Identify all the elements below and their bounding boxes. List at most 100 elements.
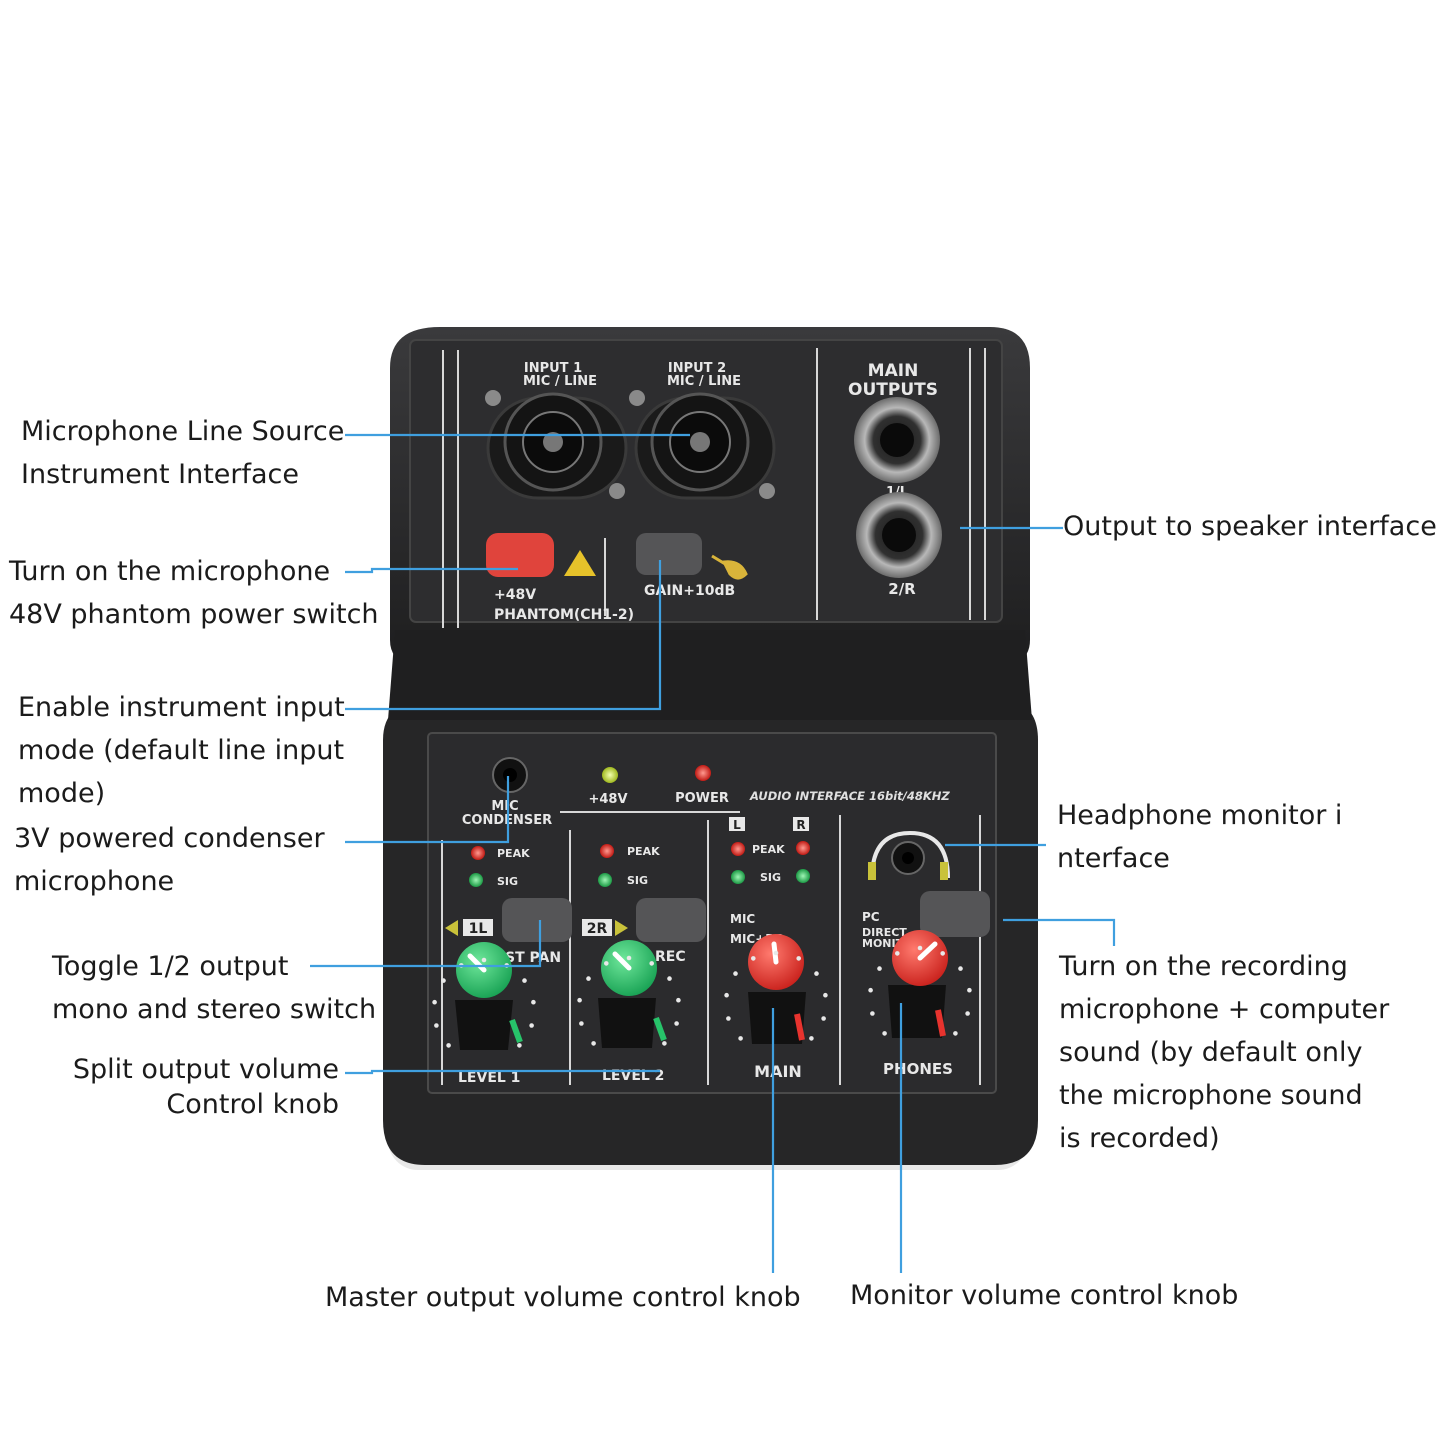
knob-scale-dot bbox=[773, 950, 779, 956]
callout-line: Monitor volume control knob bbox=[850, 1280, 1239, 1311]
callout-line: is recorded) bbox=[1059, 1123, 1220, 1154]
knob-scale-dot bbox=[958, 966, 963, 971]
monitor-mode-button[interactable] bbox=[920, 891, 990, 937]
callout-line: Toggle 1/2 output bbox=[52, 951, 289, 982]
gain-label: GAIN+10dB bbox=[644, 583, 735, 599]
ch2-badge bbox=[582, 919, 612, 936]
right-badge-label: R bbox=[796, 818, 805, 832]
phantom-led bbox=[602, 767, 618, 783]
main-sig-label: SIG bbox=[760, 871, 781, 884]
rec-button[interactable] bbox=[636, 898, 706, 942]
gain-10db-button[interactable] bbox=[636, 533, 702, 575]
callout-line: Control knob bbox=[166, 1089, 339, 1120]
ch2-sig-led bbox=[598, 873, 612, 887]
main-right-peak-led bbox=[796, 841, 810, 855]
knob-scale-dot bbox=[726, 1016, 731, 1021]
ch2-arrow-icon bbox=[615, 920, 628, 936]
ch2-badge-label: 2R bbox=[587, 921, 608, 937]
level-1-label: LEVEL 1 bbox=[458, 1070, 520, 1086]
knob-scale-dot bbox=[814, 971, 819, 976]
callout-toggle-output: Toggle 1/2 output mono and stereo switch bbox=[52, 945, 376, 1031]
callout-output-speaker: Output to speaker interface bbox=[1063, 505, 1437, 548]
knob-scale-dot bbox=[434, 1023, 439, 1028]
knob-scale-dot bbox=[674, 1021, 679, 1026]
callout-line: microphone + computer bbox=[1059, 994, 1390, 1025]
st-pan-button[interactable] bbox=[502, 898, 572, 942]
ch1-peak-led bbox=[471, 846, 485, 860]
knob-scale-dot bbox=[895, 951, 900, 956]
knob-scale-dot bbox=[870, 1011, 875, 1016]
phantom-power-button[interactable] bbox=[486, 533, 554, 577]
input-1-label-line-1: INPUT 1 bbox=[524, 361, 582, 376]
ch1-peak-label: PEAK bbox=[497, 847, 530, 860]
knob-scale-dot bbox=[441, 978, 446, 983]
main-outputs-label-line-1: MAIN bbox=[868, 361, 919, 381]
power-led bbox=[695, 765, 711, 781]
knob-scale-dot bbox=[751, 956, 756, 961]
callout-master-volume: Master output volume control knob bbox=[325, 1276, 801, 1319]
knob-scale-dot bbox=[967, 987, 972, 993]
mic-condenser-label-line-1: MIC bbox=[491, 799, 518, 814]
knob-scale-dot bbox=[446, 1043, 451, 1048]
knob-scale-dot bbox=[586, 976, 591, 981]
main-right-sig-led bbox=[796, 869, 810, 883]
callout-recording-mode: Turn on the recording microphone + compu… bbox=[1059, 945, 1389, 1160]
ch1-badge bbox=[463, 919, 493, 936]
knob-scale-dot bbox=[626, 955, 632, 961]
st-pan-label: ST PAN bbox=[505, 950, 561, 966]
knob-scale-dot bbox=[579, 1021, 584, 1026]
input-1-combo-jack[interactable] bbox=[485, 390, 628, 500]
lower-panel-dividers bbox=[441, 811, 981, 1085]
knob-scale-dot bbox=[823, 992, 828, 998]
input-1-label-line-2: MIC / LINE bbox=[523, 374, 597, 389]
knob-scale-dot bbox=[591, 1041, 596, 1046]
phones-label: PHONES bbox=[883, 1060, 953, 1078]
main-left-sig-led bbox=[731, 870, 745, 884]
power-led-label: POWER bbox=[675, 791, 729, 806]
headphone-jack[interactable] bbox=[868, 830, 950, 880]
callout-line: 3V powered condenser bbox=[14, 823, 325, 854]
callout-headphone-monitor: Headphone monitor i nterface bbox=[1057, 794, 1342, 880]
main-peak-label: PEAK bbox=[752, 843, 785, 856]
level-1-knob[interactable] bbox=[455, 942, 523, 1050]
output-2-jack[interactable] bbox=[856, 492, 942, 578]
top-panel-dividers bbox=[442, 348, 986, 628]
output-2-label: 2/R bbox=[888, 580, 916, 598]
callout-line: Headphone monitor i bbox=[1057, 800, 1343, 831]
level-2-knob[interactable] bbox=[598, 940, 667, 1048]
phantom-led-label: +48V bbox=[588, 792, 627, 807]
callout-split-volume: Split output volume Control knob bbox=[73, 1052, 339, 1122]
knob-scale-dot bbox=[796, 956, 801, 961]
knob-scale-dot bbox=[577, 997, 582, 1003]
leader-lines bbox=[310, 433, 1116, 1273]
input-2-label-line-1: INPUT 2 bbox=[668, 361, 726, 376]
ch2-peak-led bbox=[600, 844, 614, 858]
callout-line: microphone bbox=[14, 866, 175, 897]
phones-volume-knob[interactable] bbox=[888, 930, 948, 1038]
guitar-icon bbox=[711, 554, 748, 580]
ch2-sig-label: SIG bbox=[627, 874, 648, 887]
callout-line: Split output volume bbox=[72, 1054, 339, 1085]
callout-line: Turn on the recording bbox=[1059, 951, 1348, 982]
callout-line: nterface bbox=[1057, 843, 1170, 874]
input-2-combo-jack[interactable] bbox=[629, 390, 776, 500]
left-badge-label: L bbox=[733, 818, 741, 832]
knob-scale-dot bbox=[517, 1043, 522, 1048]
mic-mode-label: MIC bbox=[730, 912, 755, 926]
knob-scale-dot bbox=[953, 1031, 958, 1036]
callout-line: 48V phantom power switch bbox=[9, 599, 379, 630]
ch1-sig-label: SIG bbox=[497, 875, 518, 888]
knob-scale-dot bbox=[965, 1011, 970, 1016]
mic-condenser-jack[interactable] bbox=[492, 757, 528, 793]
knob-scale-dot bbox=[481, 957, 487, 963]
output-1-jack[interactable] bbox=[854, 397, 940, 483]
direct-monitor-label-line-1: DIRECT bbox=[862, 926, 907, 939]
knob-scale-dot bbox=[604, 961, 609, 966]
knob-scale-marks bbox=[432, 945, 972, 1048]
product-label: AUDIO INTERFACE 16bit/48KHZ bbox=[749, 789, 950, 803]
knob-scale-dot bbox=[738, 1036, 743, 1041]
ch1-arrow-icon bbox=[445, 920, 458, 936]
callout-line: Turn on the microphone bbox=[9, 556, 331, 587]
main-outputs-label-line-2: OUTPUTS bbox=[848, 380, 938, 400]
knob-scale-dot bbox=[522, 978, 527, 983]
